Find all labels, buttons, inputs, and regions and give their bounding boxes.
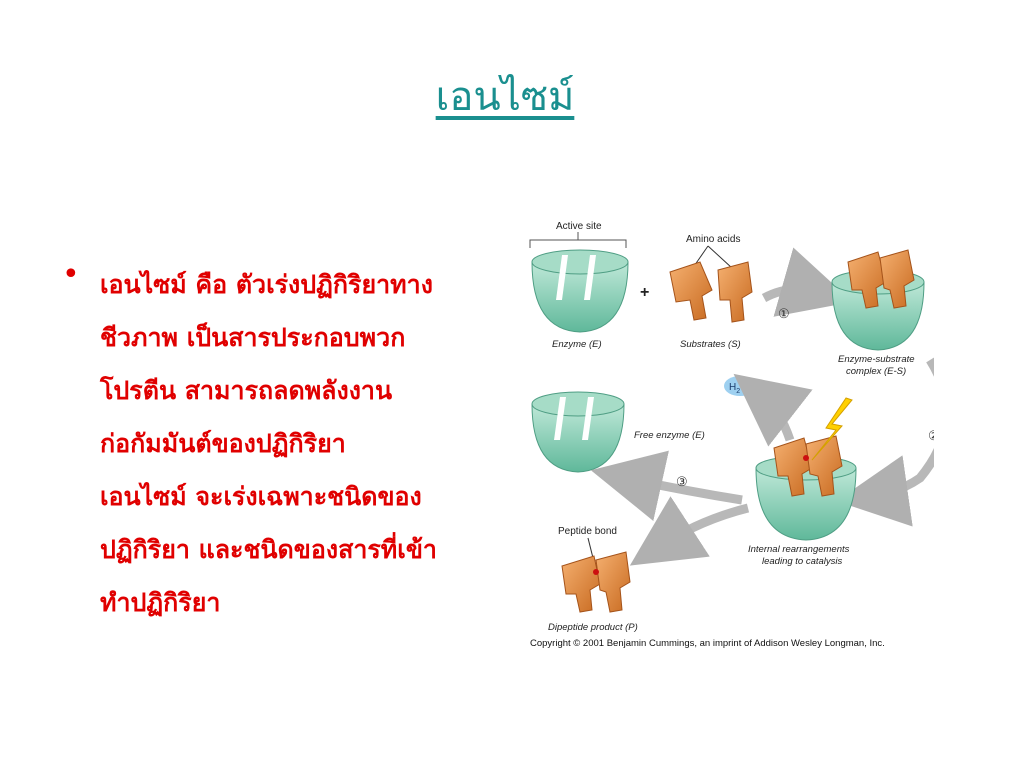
active-site-label: Active site — [556, 221, 602, 232]
lightning-bolt-icon — [811, 397, 853, 461]
product-arrow — [629, 496, 750, 566]
active-site-bracket: Active site — [529, 221, 627, 248]
amino-acids-label: Amino acids — [686, 234, 740, 245]
substrates-label: Substrates (S) — [680, 339, 741, 350]
bullet-icon: • — [62, 257, 80, 292]
plus-sign: + — [640, 284, 649, 301]
complex-label: complex (E-S) — [846, 366, 906, 377]
step-2-arrow — [836, 357, 934, 527]
water-molecule: H2O — [724, 376, 756, 396]
step-3-arrow — [590, 450, 743, 521]
peptide-bond-label: Peptide bond — [558, 526, 617, 537]
free-enzyme-label: Free enzyme (E) — [634, 430, 705, 441]
bullet-list: • เอนไซม์ คือ ตัวเร่งปฏิกิริยาทาง ชีวภาพ… — [62, 258, 512, 629]
slide-title: เอนไซม์ — [435, 74, 575, 120]
step-1-arrow — [761, 247, 853, 317]
bullet-line: โปรตีน สามารถลดพลังงาน — [100, 376, 393, 405]
internal-label: Internal rearrangements — [748, 544, 850, 555]
internal-label: leading to catalysis — [762, 556, 843, 567]
enzyme-label: Enzyme (E) — [552, 339, 602, 350]
bullet-line: ก่อกัมมันต์ของปฏิกิริยา — [100, 429, 346, 458]
dipeptide-label: Dipeptide product (P) — [548, 622, 638, 633]
bullet-line: ชีวภาพ เป็นสารประกอบพวก — [100, 323, 406, 352]
step-1-marker: ① — [778, 306, 790, 321]
bullet-line: เอนไซม์ คือ ตัวเร่งปฏิกิริยาทาง — [100, 270, 433, 299]
bullet-line: ปฏิกิริยา และชนิดของสารที่เข้า — [100, 535, 437, 564]
catalysis-complex — [755, 435, 857, 541]
enzyme-substrate-complex — [831, 249, 925, 351]
complex-label: Enzyme-substrate — [838, 354, 915, 365]
enzyme-shape — [531, 249, 629, 333]
dipeptide-shape — [561, 551, 631, 613]
bullet-line: ทำปฏิกิริยา — [100, 588, 221, 617]
water-arrow — [733, 373, 813, 447]
substrate-shape — [669, 261, 753, 323]
free-enzyme-shape — [531, 391, 625, 473]
enzyme-diagram: Active site Enzyme (E) + Amino acids Sub… — [522, 212, 934, 656]
step-2-marker: ② — [928, 428, 934, 443]
copyright-text: Copyright © 2001 Benjamin Cummings, an i… — [530, 638, 885, 649]
bullet-line: เอนไซม์ จะเร่งเฉพาะชนิดของ — [100, 482, 422, 511]
bullet-text: เอนไซม์ คือ ตัวเร่งปฏิกิริยาทาง ชีวภาพ เ… — [100, 258, 512, 629]
step-3-marker: ③ — [676, 474, 688, 489]
